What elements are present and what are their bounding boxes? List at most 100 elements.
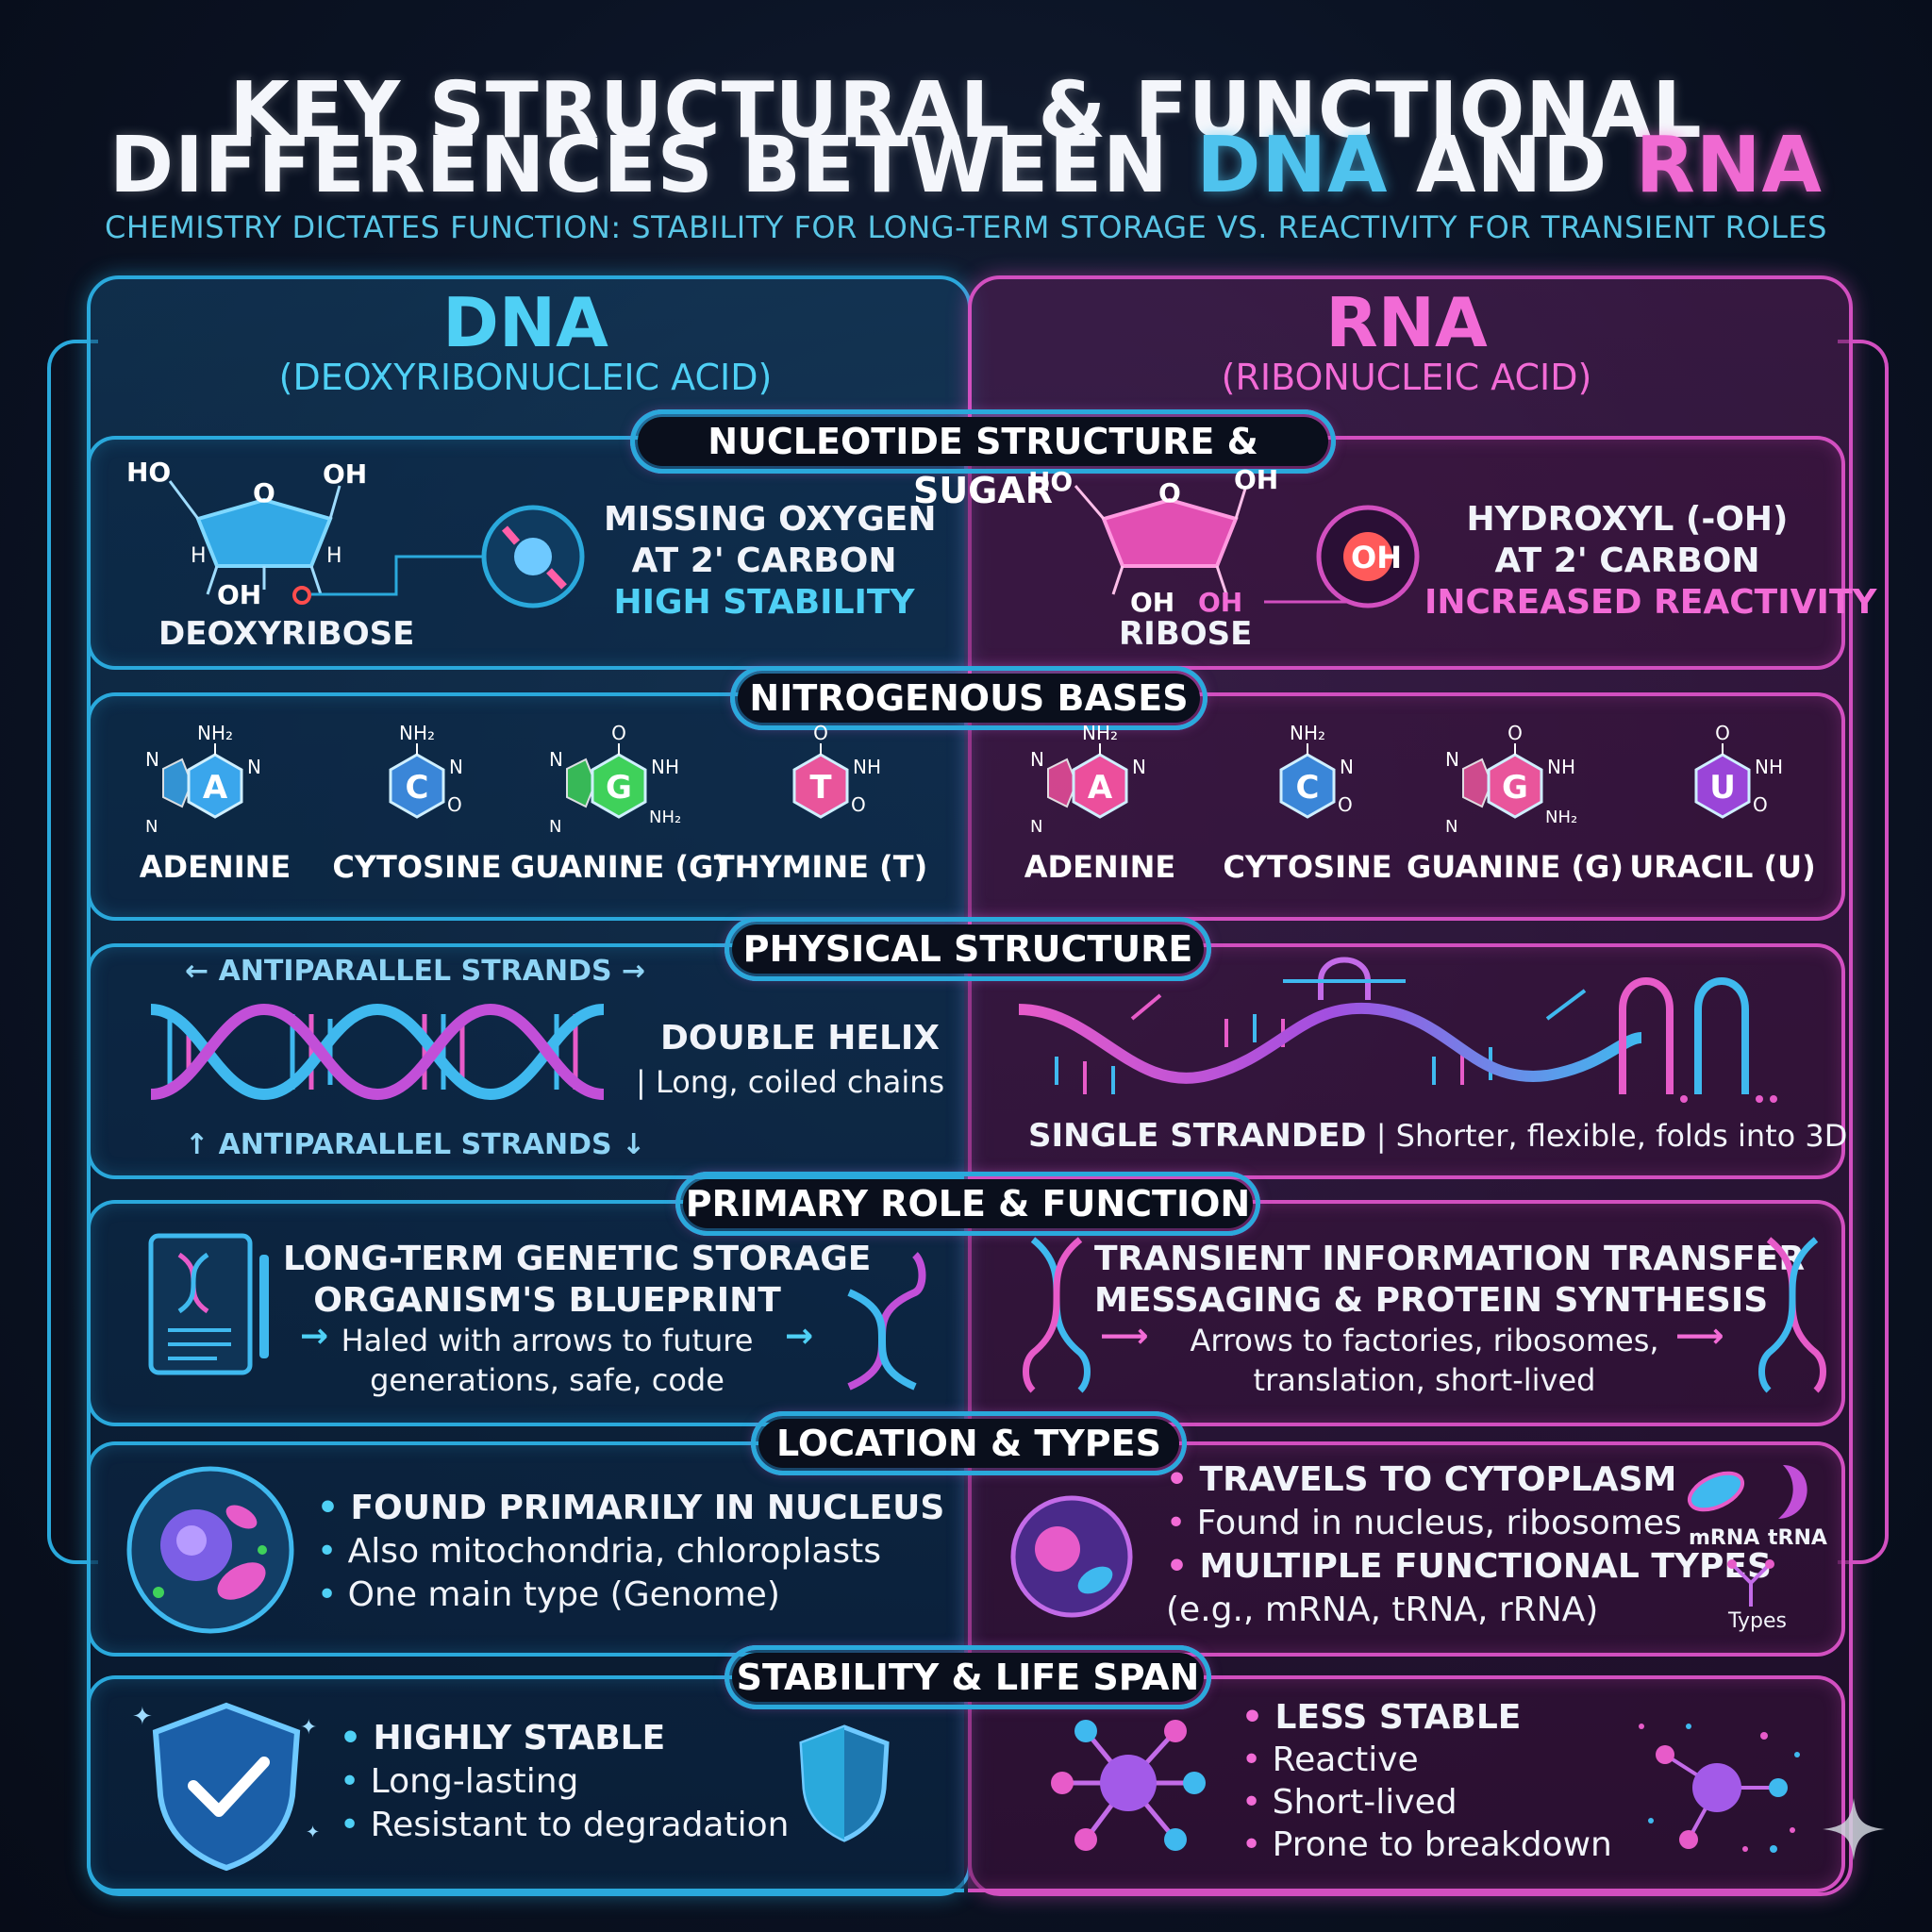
deoxyribose-label: DEOXYRIBOSE <box>158 615 415 653</box>
rna-cell-icon <box>1010 1495 1133 1618</box>
rna-oh-bubble-text: OH <box>1351 540 1402 575</box>
dna-ho-label: HO <box>126 457 171 488</box>
stab-dna-item: • Resistant to degradation <box>340 1806 790 1844</box>
rna-role-line2: MESSAGING & PROTEIN SYNTHESIS <box>1094 1281 1769 1320</box>
rna-o-label: O <box>1158 477 1181 508</box>
dna-oxygen-link-icon <box>311 505 585 608</box>
sparkle-icon <box>1823 1798 1885 1860</box>
rna-role-helix-right-icon <box>1758 1237 1826 1393</box>
blueprint-document-icon <box>148 1233 269 1375</box>
svg-text:NH₂: NH₂ <box>1545 808 1577 827</box>
dna-nucleotide-line1: MISSING OXYGEN <box>604 500 937 539</box>
dna-base-t-label: THYMINE (T) <box>713 849 928 885</box>
shield-icon <box>799 1724 890 1842</box>
rna-role-line1: TRANSIENT INFORMATION TRANSFER <box>1094 1240 1806 1278</box>
dna-base-g-label: GUANINE (G) <box>509 849 727 885</box>
svg-text:O: O <box>447 793 462 816</box>
dna-antiparallel-bottom: ↑ ANTIPARALLEL STRANDS ↓ <box>185 1128 646 1161</box>
svg-text:✦: ✦ <box>300 1716 317 1740</box>
rna-role-arrow-left-icon: ⟶ <box>1100 1317 1149 1356</box>
svg-text:C: C <box>1296 769 1320 807</box>
svg-text:N: N <box>247 756 261 778</box>
dna-role-line2: ORGANISM'S BLUEPRINT <box>313 1281 781 1320</box>
shield-check-icon: ✦ ✦ ✦ <box>132 1702 320 1872</box>
svg-text:O: O <box>851 793 866 816</box>
title-prefix: DIFFERENCES BETWEEN <box>109 121 1197 210</box>
dna-base-a-label: ADENINE <box>139 849 291 885</box>
reactive-molecule-icon <box>1051 1720 1206 1851</box>
rna-physical-title: SINGLE STRANDED <box>1028 1117 1367 1155</box>
svg-text:N: N <box>145 748 159 771</box>
section-bases: NITROGENOUS BASES <box>730 666 1208 730</box>
rna-physical-desc: | Shorter, flexible, folds into 3D <box>1366 1118 1848 1154</box>
svg-text:N: N <box>1030 817 1042 837</box>
section-location: LOCATION & TYPES <box>751 1411 1187 1475</box>
svg-text:O: O <box>1753 793 1768 816</box>
loc-dna-item: • Also mitochondria, chloroplasts <box>317 1532 882 1571</box>
section-nucleotide: NUCLEOTIDE STRUCTURE & SUGAR <box>630 409 1336 511</box>
rna-side-bracket <box>1838 340 1889 1564</box>
rna-heading: RNA <box>1325 283 1488 362</box>
title-and: AND <box>1388 121 1636 210</box>
rna-nucleotide-line2: AT 2' CARBON <box>1494 541 1760 580</box>
svg-text:G: G <box>1502 769 1528 807</box>
title-line-1: KEY STRUCTURAL & FUNCTIONAL <box>229 66 1703 156</box>
svg-text:N: N <box>145 817 158 837</box>
loc-dna-item: • FOUND PRIMARILY IN NUCLEUS <box>317 1489 945 1527</box>
dna-cell-nucleus-icon <box>126 1466 294 1634</box>
rna-physical-text: SINGLE STRANDED | Shorter, flexible, fol… <box>1028 1117 1847 1155</box>
stab-dna-item: • HIGHLY STABLE <box>340 1719 666 1757</box>
rna-hydroxyl-icon: OH <box>1264 505 1420 608</box>
dna-h-left-label: H <box>191 544 207 568</box>
svg-text:N: N <box>1445 817 1457 837</box>
subtitle: CHEMISTRY DICTATES FUNCTION: STABILITY F… <box>105 209 1827 245</box>
dna-oh-bottom-label: OH <box>217 579 261 610</box>
loc-rna-item: • MULTIPLE FUNCTIONAL TYPES <box>1166 1547 1772 1586</box>
rna-oh-highlight-label: OH <box>1198 587 1242 618</box>
svg-text:T: T <box>809 769 832 807</box>
loc-rna-item: • TRAVELS TO CYTOPLASM <box>1166 1460 1677 1499</box>
svg-text:C: C <box>406 769 429 807</box>
section-physical: PHYSICAL STRUCTURE <box>724 917 1211 981</box>
types-label: Types <box>1728 1609 1787 1633</box>
title-dna: DNA <box>1196 121 1389 210</box>
svg-text:N: N <box>549 748 563 771</box>
rna-nucleotide-line3: INCREASED REACTIVITY <box>1424 583 1877 622</box>
rna-role-helix-left-icon <box>1023 1237 1091 1393</box>
svg-text:O: O <box>1338 793 1353 816</box>
dna-role-arrow-right-icon: → <box>785 1317 814 1356</box>
single-strand-rna-icon <box>1019 957 1777 1103</box>
stab-dna-item: • Long-lasting <box>340 1762 579 1801</box>
dna-oh-top-label: OH <box>323 458 367 490</box>
rna-oh-bottom-label: OH <box>1130 587 1174 618</box>
mitochondria-icon <box>1687 1471 1745 1512</box>
trna-shape-icon <box>1778 1465 1807 1519</box>
section-stability: STABILITY & LIFE SPAN <box>724 1645 1211 1709</box>
dna-nucleotide-line2: AT 2' CARBON <box>631 541 897 580</box>
ribose-molecule-icon: HO O OH OH OH <box>1028 464 1278 618</box>
rna-base-c-label: CYTOSINE <box>1223 849 1392 885</box>
mrna-label: mRNA <box>1689 1526 1760 1550</box>
rna-role-line3: Arrows to factories, ribosomes, <box>1190 1323 1659 1358</box>
svg-text:O: O <box>1507 722 1523 744</box>
dna-antiparallel-top: ← ANTIPARALLEL STRANDS → <box>185 955 646 988</box>
dna-role-line1: LONG-TERM GENETIC STORAGE <box>283 1240 872 1278</box>
svg-text:NH₂: NH₂ <box>197 722 233 744</box>
svg-text:NH₂: NH₂ <box>649 808 681 827</box>
svg-text:A: A <box>1088 769 1113 807</box>
dna-o-label: O <box>253 477 275 508</box>
stab-rna-item: • Prone to breakdown <box>1241 1825 1612 1864</box>
dna-physical-desc: | Long, coiled chains <box>636 1064 945 1100</box>
